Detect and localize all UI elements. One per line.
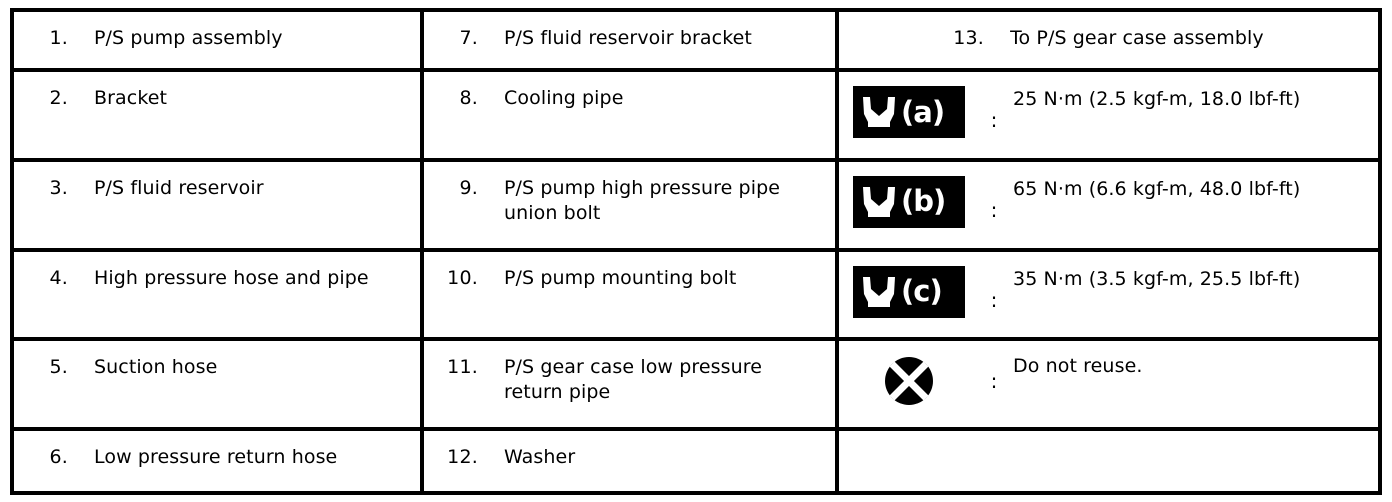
do-not-reuse-label: Do not reuse.	[1013, 355, 1143, 378]
do-not-reuse-icon	[853, 355, 965, 407]
spec-separator: :	[990, 369, 998, 394]
legend-row: 6. Low pressure return hose	[14, 431, 420, 491]
part-number: 12.	[447, 446, 478, 469]
part-label: Low pressure return hose	[94, 446, 338, 469]
legend-row: 5. Suction hose	[14, 341, 420, 432]
legend-row: 10. P/S pump mounting bolt	[424, 252, 835, 342]
part-label: P/S fluid reservoir	[94, 176, 264, 199]
wrench-torque-icon: (b)	[853, 175, 965, 228]
legend-row: 13. To P/S gear case assembly	[839, 12, 1378, 73]
part-number: 10.	[447, 266, 478, 289]
part-label: Cooling pipe	[504, 87, 624, 110]
part-label: P/S gear case low pressure return pipe	[504, 356, 763, 404]
part-label: P/S pump mounting bolt	[504, 266, 737, 289]
part-label: Bracket	[94, 87, 168, 110]
part-label: To P/S gear case assembly	[1010, 27, 1264, 49]
legend-row: 4. High pressure hose and pipe	[14, 252, 420, 342]
part-label: Washer	[504, 446, 576, 469]
spec-symbol: (c)	[853, 264, 983, 318]
legend-row: 3. P/S fluid reservoir	[14, 162, 420, 252]
legend-row: 8. Cooling pipe	[424, 72, 835, 162]
do-not-reuse-row: : Do not reuse.	[839, 341, 1378, 432]
legend-column-middle: 7. P/S fluid reservoir bracket 8. Coolin…	[424, 12, 839, 491]
spec-separator: :	[990, 287, 998, 312]
torque-spec-row: (b) : 65 N·m (6.6 kgf-m, 48.0 lbf-ft)	[839, 162, 1378, 252]
spec-letter: (b)	[901, 184, 946, 219]
part-label: Suction hose	[94, 356, 218, 379]
legend-column-right: 13. To P/S gear case assembly (a) : 25 N…	[839, 12, 1378, 491]
wrench-torque-icon: (a)	[853, 86, 965, 139]
part-number: 3.	[49, 176, 68, 199]
legend-row: 12. Washer	[424, 431, 835, 491]
legend-row: 2. Bracket	[14, 72, 420, 162]
spec-symbol	[853, 353, 983, 407]
torque-spec-row: (c) : 35 N·m (3.5 kgf-m, 25.5 lbf-ft)	[839, 252, 1378, 342]
spec-letter: (a)	[901, 94, 945, 129]
part-number: 13.	[953, 27, 985, 49]
legend-column-left: 1. P/S pump assembly 2. Bracket 3. P/S f…	[14, 12, 424, 491]
wrench-torque-icon: (c)	[853, 265, 965, 318]
part-number: 8.	[459, 87, 478, 110]
torque-value: 65 N·m (6.6 kgf-m, 48.0 lbf-ft)	[1013, 177, 1301, 200]
spec-separator: :	[990, 108, 998, 133]
part-number: 4.	[49, 266, 68, 289]
part-number: 11.	[447, 356, 478, 379]
legend-row: 11. P/S gear case low pressure return pi…	[424, 341, 835, 432]
legend-row: 9. P/S pump high pressure pipe union bol…	[424, 162, 835, 252]
legend-row: 7. P/S fluid reservoir bracket	[424, 12, 835, 73]
part-label: P/S pump assembly	[94, 27, 283, 49]
torque-spec-row: (a) : 25 N·m (2.5 kgf-m, 18.0 lbf-ft)	[839, 72, 1378, 162]
part-number: 7.	[459, 27, 478, 49]
spec-symbol: (b)	[853, 174, 983, 228]
legend-row: 1. P/S pump assembly	[14, 12, 420, 73]
spec-symbol: (a)	[853, 84, 983, 139]
part-number: 2.	[49, 87, 68, 110]
part-label: P/S fluid reservoir bracket	[504, 27, 752, 49]
part-number: 1.	[49, 27, 68, 49]
spec-letter: (c)	[901, 274, 943, 309]
parts-legend-table: 1. P/S pump assembly 2. Bracket 3. P/S f…	[10, 8, 1382, 495]
torque-value: 25 N·m (2.5 kgf-m, 18.0 lbf-ft)	[1013, 88, 1301, 111]
torque-value: 35 N·m (3.5 kgf-m, 25.5 lbf-ft)	[1013, 267, 1301, 290]
part-label: High pressure hose and pipe	[94, 266, 369, 289]
empty-cell	[839, 431, 1378, 491]
part-number: 6.	[49, 446, 68, 469]
part-number: 5.	[49, 356, 68, 379]
part-label: P/S pump high pressure pipe union bolt	[504, 176, 781, 224]
spec-separator: :	[990, 197, 998, 222]
part-number: 9.	[459, 176, 478, 199]
